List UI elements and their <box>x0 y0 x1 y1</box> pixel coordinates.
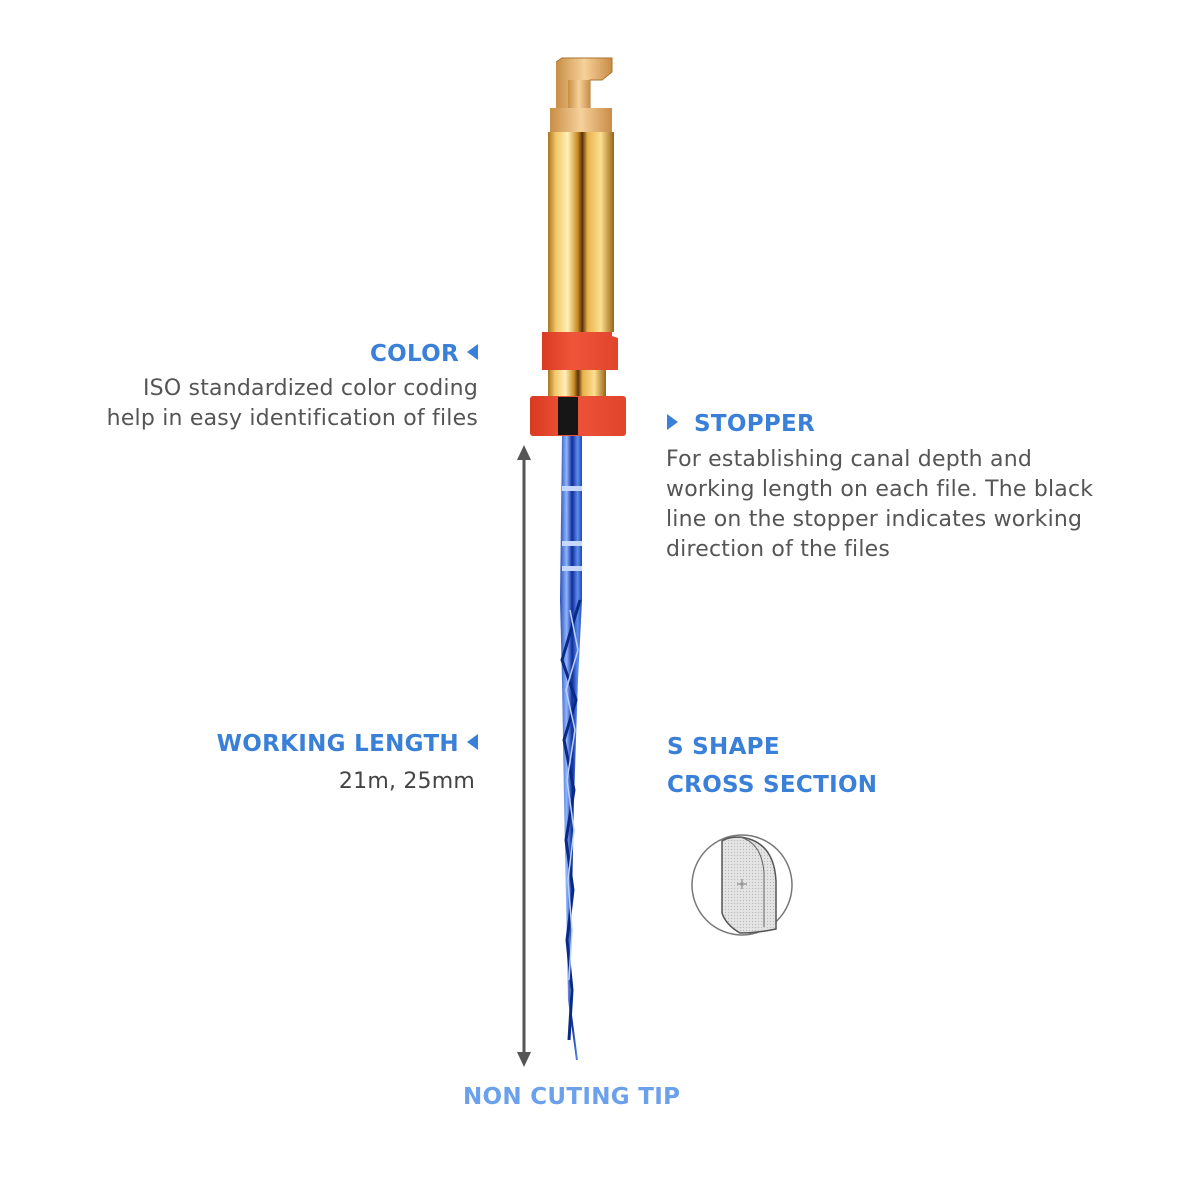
blue-shaft <box>560 436 582 1060</box>
color-description-line: ISO standardized color coding <box>142 376 478 401</box>
stopper-heading: STOPPER <box>667 411 815 437</box>
color-description: ISO standardized color coding help in ea… <box>107 374 478 434</box>
handle-latch <box>550 57 613 132</box>
stopper-description-line: working length on each file. The black <box>666 477 1094 502</box>
triangle-right-icon <box>667 414 678 430</box>
stopper-title: STOPPER <box>694 411 816 437</box>
stopper-description-line: direction of the files <box>666 537 891 562</box>
color-title: COLOR <box>369 341 459 367</box>
s-shape-cross-section-icon <box>691 834 793 936</box>
cross-section-heading: S SHAPE CROSS SECTION <box>667 728 877 804</box>
working-length-heading: WORKING LENGTH <box>217 731 478 757</box>
color-code-ring <box>542 332 618 370</box>
color-description-line: help in easy identification of files <box>106 406 478 431</box>
non-cutting-tip-label: NON CUTING TIP <box>463 1084 681 1110</box>
gold-collar <box>548 370 606 396</box>
gold-handle <box>548 132 614 332</box>
triangle-left-icon <box>467 734 478 750</box>
triangle-left-icon <box>467 344 478 360</box>
stopper-description-line: For establishing canal depth and <box>666 447 1033 472</box>
working-length-arrow <box>517 445 531 1067</box>
stopper-description: For establishing canal depth and working… <box>666 445 1093 565</box>
stopper-black-line <box>558 397 578 435</box>
cross-section-title-line1: S SHAPE <box>667 734 780 760</box>
working-length-value: 21m, 25mm <box>338 769 475 794</box>
working-length-title: WORKING LENGTH <box>216 731 459 757</box>
color-heading: COLOR <box>370 341 478 367</box>
stopper-description-line: line on the stopper indicates working <box>666 507 1083 532</box>
cross-section-title-line2: CROSS SECTION <box>667 772 878 798</box>
